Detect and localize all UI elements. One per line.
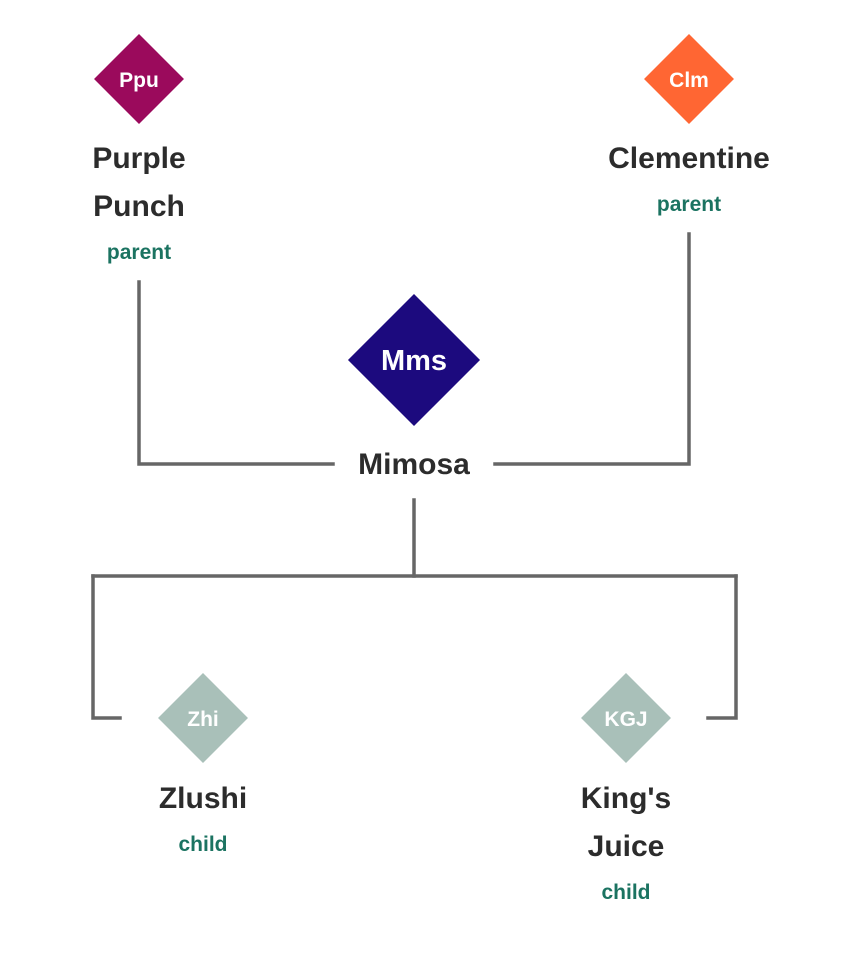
parent-role-label: parent [657,193,721,216]
child-name-line-1: Zlushi [159,782,247,815]
node-parent-purple-punch: Ppu Purple Punch parent [92,34,186,264]
parent-name-line-2: Punch [93,190,185,223]
child-name-line-2: Juice [588,830,665,863]
parent-name-line-1: Clementine [608,142,770,175]
center-badge-abbr: Mms [381,345,447,377]
center-name: Mimosa [358,448,470,481]
child-role-label: child [601,881,650,904]
node-child-zlushi: Zhi Zlushi child [158,673,248,856]
connectors [91,232,738,720]
child-role-label: child [178,833,227,856]
node-child-kings-juice: KGJ King's Juice child [581,673,671,904]
parent-badge-abbr: Clm [669,69,709,92]
connector-child-right [706,574,738,720]
parent-role-label: parent [107,241,171,264]
child-name-line-1: King's [581,782,671,815]
node-parent-clementine: Clm Clementine parent [608,34,770,216]
connector-parent-right [493,232,691,466]
node-center-mimosa: Mms Mimosa [347,293,481,481]
child-badge-abbr: Zhi [187,708,219,731]
connector-child-left [91,574,122,720]
connector-parent-left [137,280,335,466]
child-badge-abbr: KGJ [604,708,647,731]
center-badge-diamond [347,293,481,427]
parent-badge-abbr: Ppu [119,69,159,92]
parent-name-line-1: Purple [92,142,185,175]
